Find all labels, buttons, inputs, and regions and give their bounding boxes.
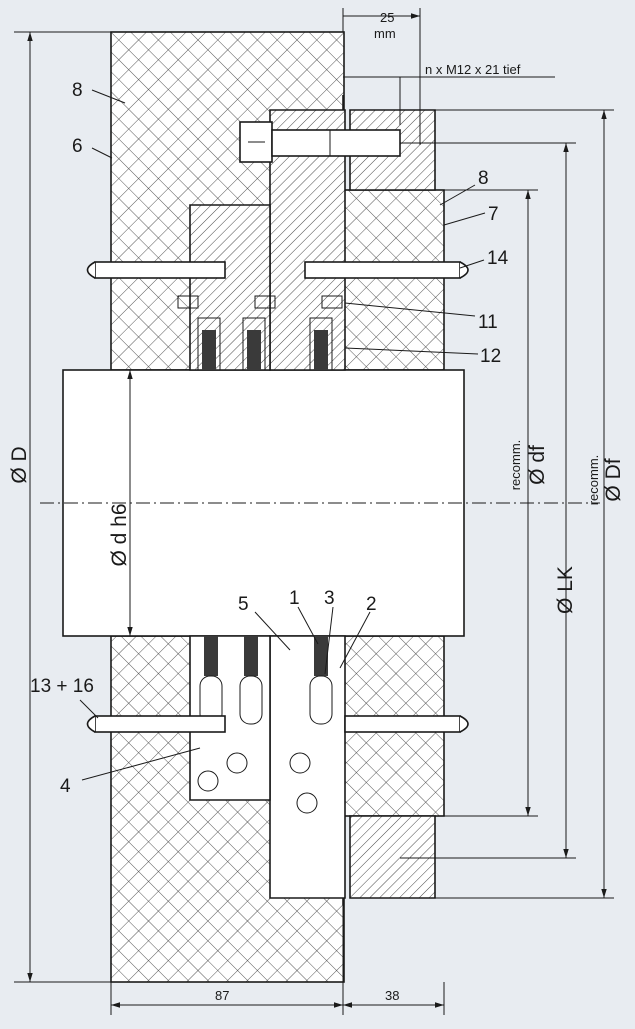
dim-width-right: 38: [385, 988, 399, 1003]
label-7: 7: [488, 204, 499, 225]
label-5: 5: [238, 594, 249, 615]
bolt-shank: [271, 129, 401, 157]
dim-bolt-circle: Ø LK: [554, 566, 577, 614]
tie-rod-left-upper: [94, 261, 226, 279]
dimension-lines: [14, 8, 614, 1015]
brush-2: [247, 330, 261, 370]
dim-df-recomm: recomm.: [508, 440, 523, 491]
tie-rod-right-upper: [304, 261, 461, 279]
label-2: 2: [366, 594, 377, 615]
insulation-upper-right: [342, 189, 445, 371]
lower-brush-assembly: [86, 635, 469, 899]
label-4: 4: [60, 776, 71, 797]
brush-3: [314, 330, 328, 370]
dim-top-offset-value: 25: [380, 10, 394, 25]
dim-top-offset-unit: mm: [374, 26, 396, 41]
dim-bolt-spec: n x M12 x 21 tief: [425, 62, 521, 77]
label-6: 6: [72, 136, 83, 157]
dimension-texts: 25 mm n x M12 x 21 tief Ø D Ø d h6 recom…: [8, 10, 625, 1003]
label-13-16: 13 + 16: [30, 676, 94, 697]
brush-holder-lower: [189, 635, 271, 801]
part-labels: 8 6 8 7 14 11 12 5 1 3 2 13 + 16 4: [30, 80, 509, 797]
label-8-right: 8: [478, 168, 489, 189]
label-1: 1: [289, 588, 300, 609]
label-14: 14: [487, 248, 509, 269]
tie-rod-left-lower: [94, 715, 226, 733]
dim-width-left: 87: [215, 988, 229, 1003]
shaft: [40, 369, 600, 637]
brush-holder-upper: [189, 204, 271, 371]
label-11: 11: [478, 312, 498, 333]
tie-rod-right-lower: [344, 715, 461, 733]
dim-Df-recomm: recomm.: [586, 455, 601, 506]
label-8-left: 8: [72, 80, 83, 101]
leader-lines: [79, 89, 486, 781]
central-hub-lower: [269, 635, 346, 899]
upper-brush-assembly: [86, 109, 469, 371]
dim-shaft-diameter: Ø d h6: [108, 503, 131, 566]
label-12: 12: [480, 346, 501, 367]
dim-outer-diameter: Ø D: [8, 446, 31, 483]
dim-Df: Ø Df: [602, 458, 625, 501]
flange-lower: [349, 815, 436, 899]
label-3: 3: [324, 588, 335, 609]
brush-1: [202, 330, 216, 370]
dim-df: Ø df: [526, 445, 549, 485]
